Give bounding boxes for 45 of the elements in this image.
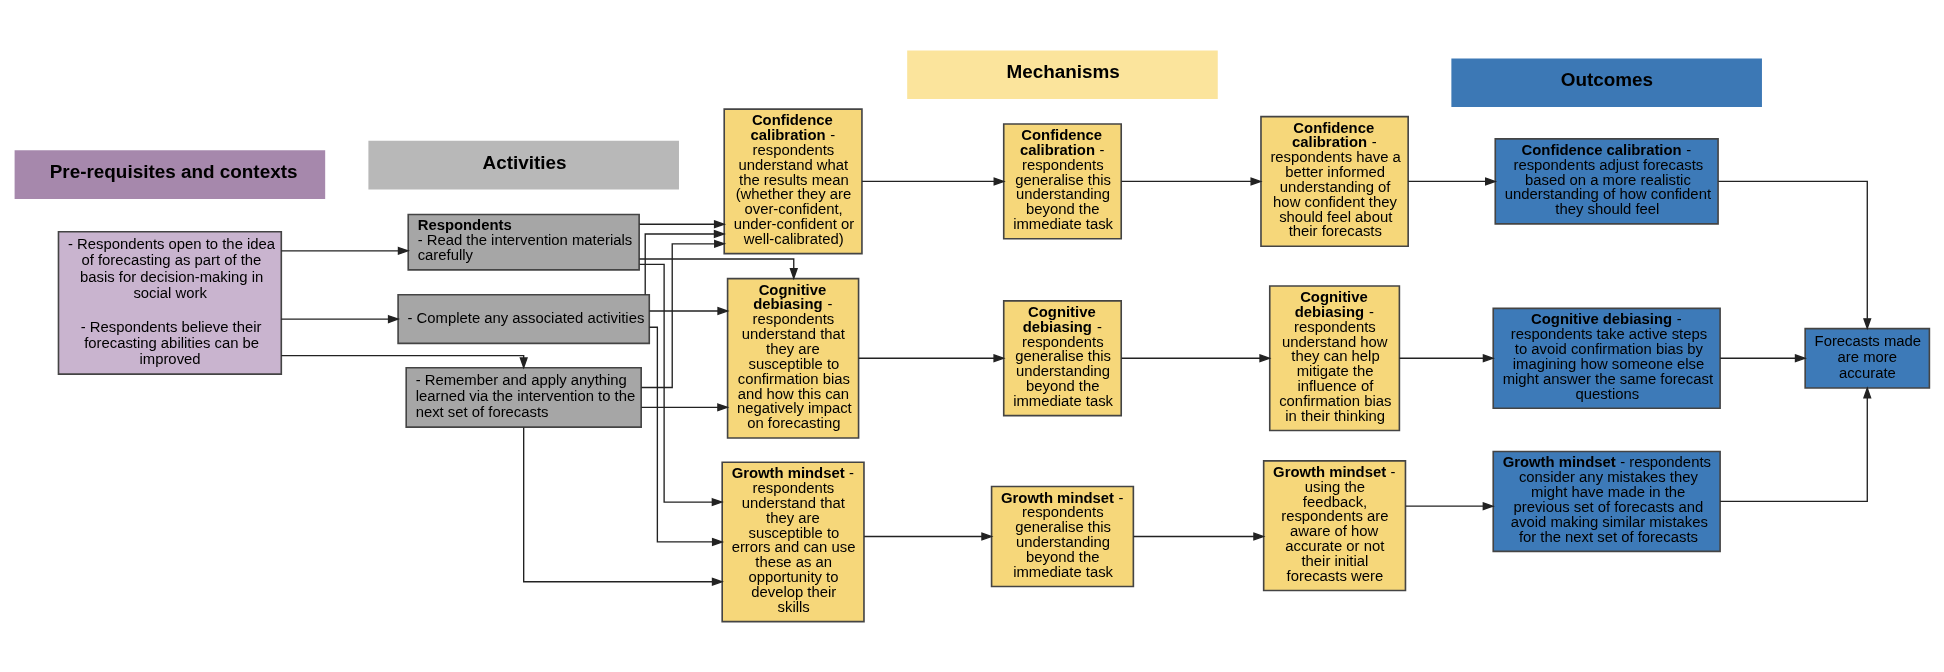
arrow — [648, 306, 730, 316]
arrow — [640, 403, 730, 412]
node-box: Mechanisms — [907, 50, 1218, 99]
node-box: Cognitive debiasing - respondents understand how they can help mitigate the influence of confirmation bias in their thinking — [1268, 285, 1401, 432]
arrow — [1132, 532, 1266, 541]
arrow — [1120, 354, 1272, 363]
arrow — [857, 354, 1006, 363]
arrow — [863, 532, 994, 541]
arrow — [638, 258, 798, 281]
node-box: Outcomes — [1451, 58, 1762, 108]
node-box: Cognitive debiasing - respondents generalise this understanding beyond the immediate task — [1002, 300, 1122, 417]
arrow — [280, 314, 401, 324]
node-box: Pre-requisites and contexts — [14, 150, 326, 199]
arrow — [638, 263, 724, 507]
arrow — [644, 229, 726, 296]
node-box: Confidence calibration - respondents adjust forecasts based on a more realistic understanding of how confident they should feel — [1494, 138, 1719, 225]
node-box: Confidence calibration - respondents have a better informed understanding of how confident they should feel about their forecasts — [1260, 115, 1409, 247]
arrow — [638, 220, 727, 229]
node-box: - Respondents open to the idea of forecasting as part of the basis for decision-making in social work - Respondents believe their forecasting abilities can be improved — [57, 230, 283, 375]
arrow — [280, 246, 410, 256]
node-box: - Complete any associated activities — [397, 294, 651, 345]
node-box: Confidence calibration - respondents generalise this understanding beyond the immediate task — [1002, 123, 1122, 240]
arrow — [1120, 177, 1263, 186]
node-box: Cognitive debiasing - respondents take active steps to avoid confirmation bias by imagining how someone else might answer the same forecast questions — [1492, 307, 1721, 410]
node-box: Cognitive debiasing - respondents understand that they are susceptible to confirmation bias and how this can negatively impact on forecasting — [726, 277, 860, 439]
node-box: Confidence calibration - respondents understand what the results mean (whether they are over-confident, under-confident or well-calibrated) — [723, 108, 863, 255]
node-box: Growth mindset - respondents understand that they are susceptible to errors and can use these as an opportunity to develop their skills — [721, 461, 865, 623]
arrow — [1407, 177, 1498, 186]
node-box: Growth mindset - respondents consider any mistakes they might have made in the previous set of forecasts and avoid making similar mistakes for the next set of forecasts — [1492, 450, 1721, 553]
arrow — [640, 239, 727, 389]
node-box: Growth mindset - using the feedback, respondents are aware of how accurate or not their initial forecasts were — [1262, 460, 1407, 592]
arrow — [1398, 354, 1495, 363]
arrow — [1719, 354, 1807, 363]
arrow — [648, 326, 725, 547]
node-box: Forecasts made are more accurate — [1804, 327, 1931, 389]
node-box: Growth mindset - respondents generalise this understanding beyond the immediate task — [990, 485, 1135, 588]
node-box: - Remember and apply anything learned via the intervention to the next set of forecasts — [405, 366, 642, 428]
arrow — [1405, 501, 1495, 511]
arrow — [1717, 180, 1872, 331]
arrow — [1719, 386, 1872, 503]
arrow — [861, 177, 1006, 186]
node-box: Respondents - Read the intervention materials carefully — [407, 213, 640, 271]
arrow — [523, 426, 724, 587]
arrow — [280, 354, 528, 370]
node-box: Activities — [368, 140, 679, 190]
